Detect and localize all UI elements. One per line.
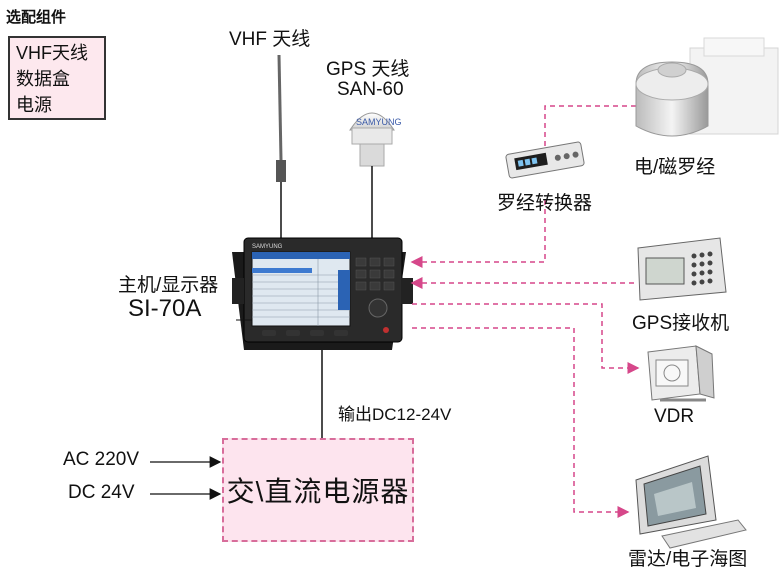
main-unit-label: 主机/显示器 bbox=[118, 275, 219, 296]
svg-text:SAMYUNG: SAMYUNG bbox=[252, 244, 283, 250]
link-main-vdr bbox=[412, 303, 640, 374]
vdr-label: VDR bbox=[654, 406, 695, 427]
gps-antenna-model: SAN-60 bbox=[337, 79, 404, 100]
vhf-antenna-icon bbox=[276, 54, 286, 238]
optional-components-title: 选配组件 bbox=[6, 9, 67, 26]
gps-antenna-icon: SAMYUNG bbox=[349, 112, 402, 238]
gps-receiver-icon bbox=[637, 237, 727, 301]
converter-label: 罗经转换器 bbox=[497, 193, 593, 214]
optional-item-power: 电源 bbox=[16, 95, 52, 115]
dc-output-label: 输出DC12-24V bbox=[338, 405, 452, 424]
link-main-radar bbox=[412, 327, 630, 518]
optional-item-data-box: 数据盒 bbox=[16, 69, 70, 89]
ac-input-label: AC 220V bbox=[63, 449, 140, 470]
gps-antenna-label: GPS 天线 bbox=[326, 59, 410, 80]
psu-label: 交\直流电源器 bbox=[226, 476, 410, 507]
compass-converter-icon bbox=[505, 141, 585, 179]
svg-text:SAMYUNG: SAMYUNG bbox=[356, 117, 402, 127]
main-display-unit-icon: SAMYUNG bbox=[232, 237, 413, 350]
radar-ecdis-icon bbox=[635, 455, 747, 549]
compass-label: 电/磁罗经 bbox=[634, 157, 716, 178]
ac-dc-power-supply: 交\直流电源器 bbox=[222, 438, 414, 542]
gps-receiver-label: GPS接收机 bbox=[632, 313, 730, 334]
vhf-antenna-label: VHF 天线 bbox=[229, 29, 311, 50]
main-unit-model: SI-70A bbox=[128, 295, 202, 322]
gyro-compass-icon bbox=[635, 37, 779, 137]
radar-ecdis-label: 雷达/电子海图 bbox=[628, 549, 748, 570]
dc-input-label: DC 24V bbox=[68, 482, 135, 503]
optional-components-box: VHF天线 数据盒 电源 bbox=[8, 36, 106, 120]
optional-item-vhf-antenna: VHF天线 bbox=[16, 43, 88, 63]
link-compass-converter bbox=[544, 105, 636, 148]
vdr-icon bbox=[647, 345, 715, 402]
link-converter-main bbox=[410, 200, 546, 268]
